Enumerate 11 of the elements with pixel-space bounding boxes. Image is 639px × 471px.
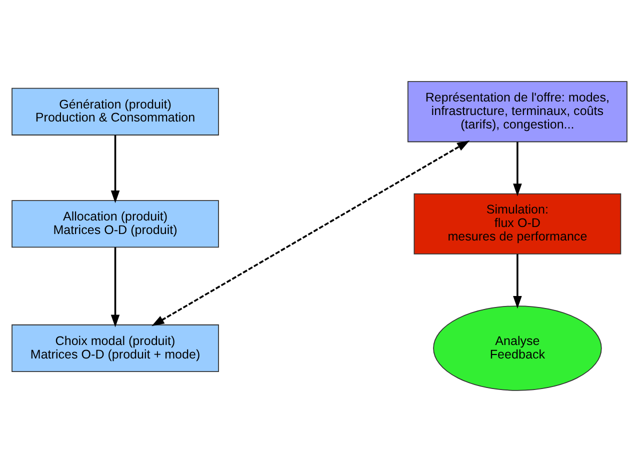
- node-ellipse: Analyse Feedback: [433, 305, 602, 390]
- node-box: Génération (produit) Production & Consommation: [12, 87, 219, 135]
- node-box: Représentation de l'offre: modes, infrastructure, terminaux, coûts (tarifs), congestion...: [407, 80, 628, 142]
- node-box: Choix modal (produit) Matrices O-D (produit + mode): [12, 324, 219, 372]
- arrow: [152, 140, 470, 326]
- node-box: Allocation (produit) Matrices O-D (produit): [12, 200, 219, 248]
- arrow: [513, 254, 522, 308]
- arrow: [110, 134, 120, 203]
- arrow: [513, 141, 522, 196]
- node-box: Simulation: flux O-D mesures de performance: [414, 192, 622, 254]
- arrow: [110, 246, 120, 327]
